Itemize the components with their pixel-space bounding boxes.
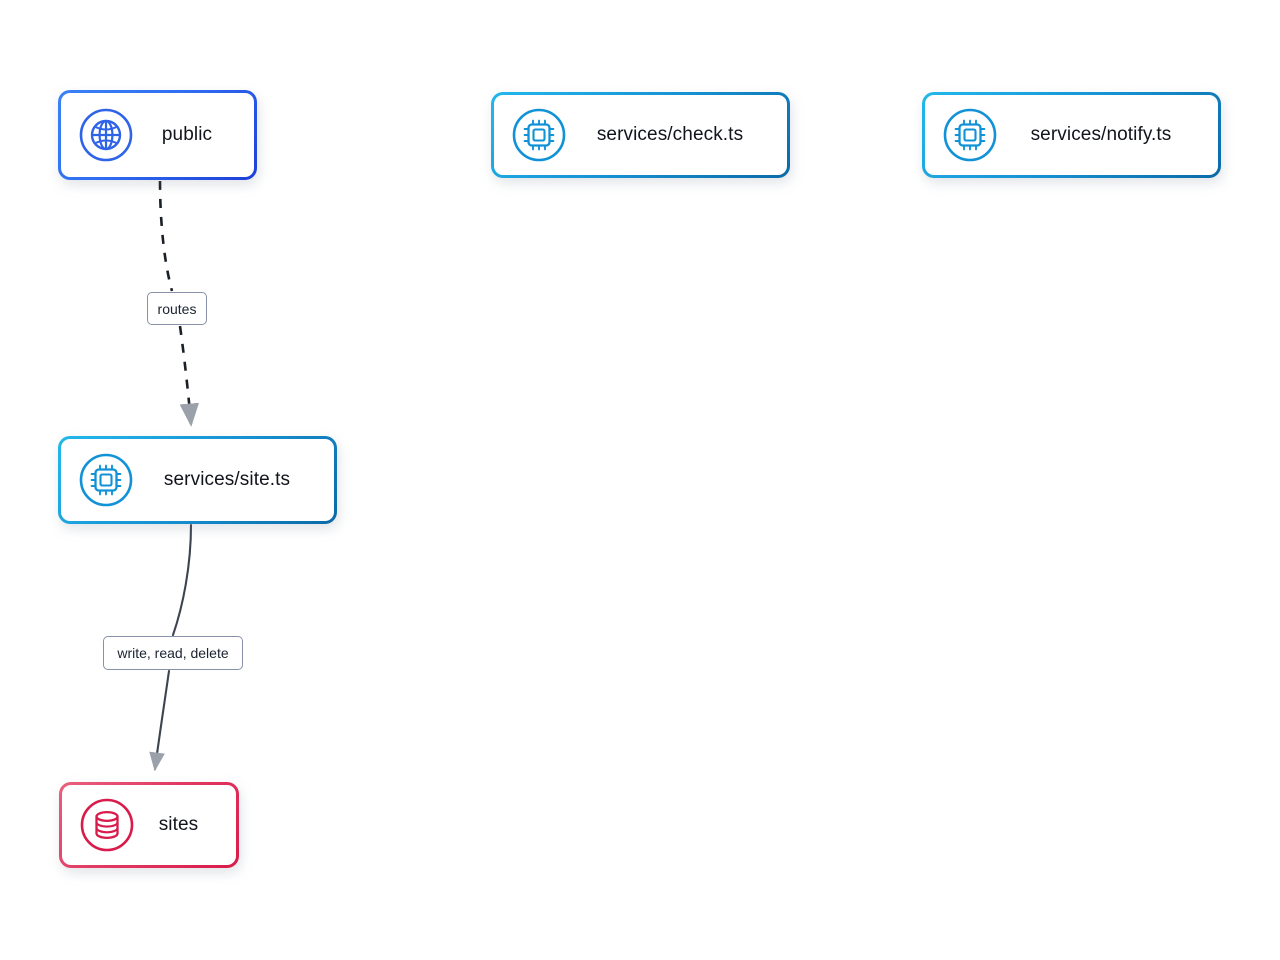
chip-icon: [78, 452, 134, 508]
node-public[interactable]: public: [58, 90, 257, 180]
node-services-notify-ts[interactable]: services/notify.ts: [922, 92, 1221, 178]
edge-site-to-sites-lower: [149, 669, 171, 772]
node-sites[interactable]: sites: [59, 782, 239, 868]
edge-site-to-sites-upper: [171, 523, 193, 637]
node-sites-label: sites: [158, 814, 199, 835]
chip-icon: [511, 107, 567, 163]
edge-label-write-read-delete-text: write, read, delete: [117, 645, 229, 661]
node-public-label: public: [161, 124, 213, 145]
node-services-site-ts-label: services/site.ts: [163, 469, 291, 490]
chip-icon: [942, 107, 998, 163]
node-services-check-ts-label: services/check.ts: [596, 124, 744, 145]
edge-public-to-site-upper: [158, 180, 174, 292]
edge-label-routes-text: routes: [157, 300, 197, 317]
node-services-check-ts[interactable]: services/check.ts: [491, 92, 790, 178]
edge-label-write-read-delete[interactable]: write, read, delete: [103, 636, 243, 670]
node-services-notify-ts-label: services/notify.ts: [1030, 124, 1172, 145]
database-icon: [79, 797, 135, 853]
edge-label-routes[interactable]: routes: [147, 292, 207, 325]
edge-public-to-site-lower: [178, 325, 200, 427]
globe-icon: [78, 107, 134, 163]
node-services-site-ts[interactable]: services/site.ts: [58, 436, 337, 524]
